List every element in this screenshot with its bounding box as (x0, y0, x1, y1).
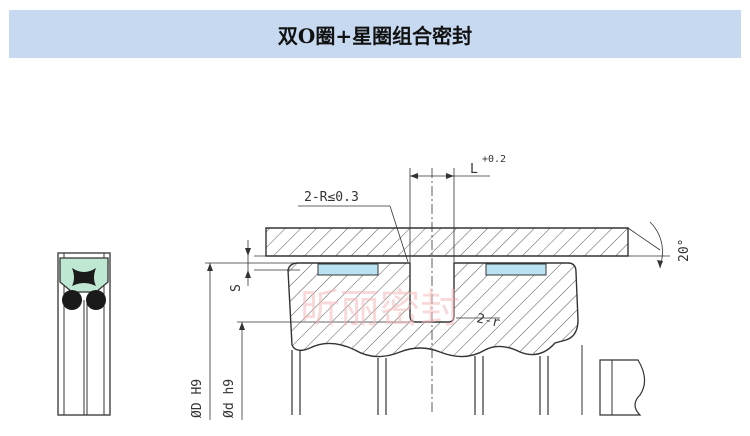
bore-diameter-label: ØD H9 (190, 379, 205, 418)
watermark-text: 昕丽密封 (300, 286, 460, 332)
s-label: S (229, 284, 244, 292)
length-label: L (470, 162, 478, 177)
seal-ring-right (485, 263, 547, 276)
o-ring-right (86, 290, 106, 310)
rod-end (599, 359, 646, 416)
angle-label: 20° (677, 239, 692, 262)
seal-ring-left (317, 263, 379, 276)
housing-part (265, 227, 629, 257)
r2-label: 2-r (475, 311, 501, 331)
radius-label: 2-R≤0.3 (304, 190, 359, 205)
star-ring-core (72, 268, 96, 286)
length-tolerance-label: +0.2 (482, 154, 506, 165)
installation-drawing (205, 168, 670, 420)
piston-body (287, 262, 579, 358)
seal-cross-section (57, 252, 111, 416)
title-bar: 双O圈+星圈组合密封 (9, 10, 741, 58)
page-title: 双O圈+星圈组合密封 (277, 23, 473, 48)
o-ring-left (62, 290, 82, 310)
rod-diameter-label: Ød h9 (222, 379, 237, 418)
